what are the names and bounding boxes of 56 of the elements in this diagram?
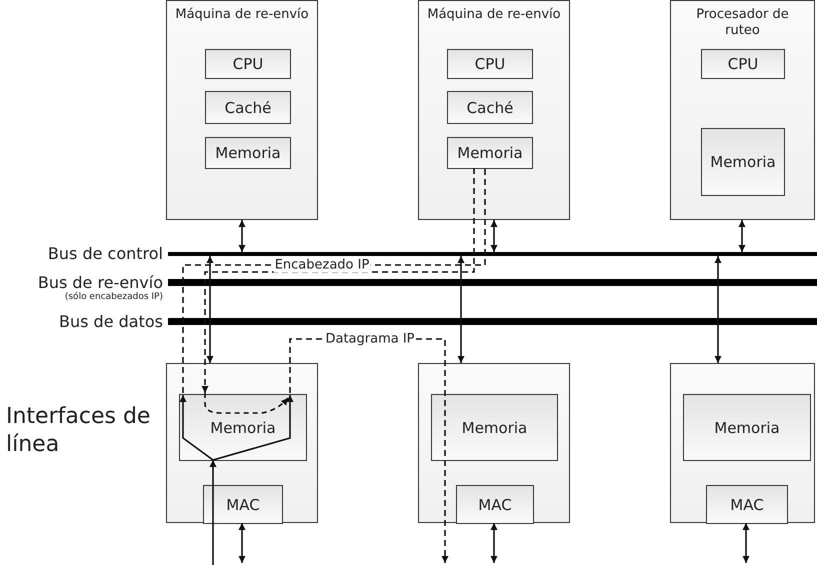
component-box <box>205 137 291 169</box>
component-label: CPU <box>232 55 264 73</box>
bus-label: Bus de datos <box>59 312 163 332</box>
component-label: MAC <box>730 496 764 514</box>
side-label: Interfaces de línea <box>6 403 152 459</box>
bus-label: Bus de control <box>48 244 163 264</box>
component-label: CPU <box>474 55 506 73</box>
edge-label: Encabezado IP <box>274 258 370 272</box>
module-box <box>670 0 815 220</box>
component-label: MAC <box>478 496 512 514</box>
component-box <box>683 394 811 461</box>
component-box <box>456 485 534 524</box>
module-title: Máquina de re-envío <box>426 6 562 23</box>
module-box <box>418 363 570 523</box>
arrow <box>490 523 498 563</box>
module-box <box>166 0 318 220</box>
component-label: CPU <box>728 55 758 73</box>
component-label: Memoria <box>215 144 281 162</box>
bus-bar <box>168 318 817 325</box>
component-box <box>203 485 283 524</box>
component-box <box>706 485 788 524</box>
module-box <box>166 363 318 523</box>
edge-label: Datagrama IP <box>324 332 416 346</box>
component-label: Caché <box>224 98 272 116</box>
component-box <box>205 49 291 79</box>
bus-bar <box>168 279 817 286</box>
component-label: Memoria <box>457 144 523 162</box>
component-box <box>447 49 533 79</box>
bus-bar <box>168 252 817 256</box>
arrow <box>714 256 722 363</box>
component-box <box>205 91 291 124</box>
bus-label: Bus de re-envío <box>38 272 163 292</box>
arrow <box>738 220 746 252</box>
component-label: MAC <box>226 496 260 514</box>
arrow <box>458 256 464 363</box>
arrow <box>490 220 498 252</box>
component-box <box>431 394 558 461</box>
component-box <box>447 137 533 169</box>
component-box <box>701 128 785 196</box>
component-label: Memoria <box>462 418 528 436</box>
module-box <box>418 0 570 220</box>
component-box <box>701 49 785 79</box>
arrow <box>206 256 214 363</box>
component-label: Memoria <box>714 418 780 436</box>
arrow <box>210 460 216 565</box>
component-label: Caché <box>466 98 514 116</box>
arrow <box>238 220 246 252</box>
component-label: Memoria <box>210 418 276 436</box>
module-title: Máquina de re-envío <box>174 6 310 23</box>
arrow <box>742 523 750 563</box>
module-box <box>670 363 815 523</box>
module-title: Procesador de ruteo <box>695 6 790 39</box>
component-box <box>447 91 533 124</box>
bus-note: (sólo encabezados IP) <box>64 292 163 302</box>
component-label: Memoria <box>710 153 776 171</box>
arrow <box>238 523 246 563</box>
